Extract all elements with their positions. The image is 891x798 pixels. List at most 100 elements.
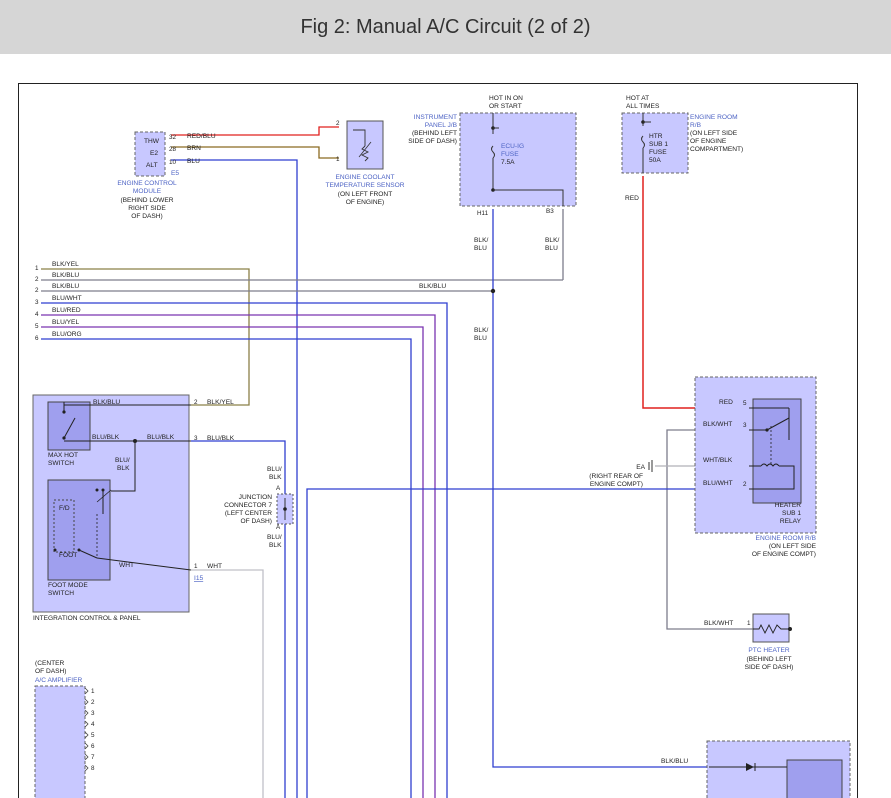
svg-text:BLU/YEL: BLU/YEL (52, 319, 79, 326)
svg-text:1: 1 (336, 156, 340, 163)
svg-text:HOT AT: HOT AT (626, 95, 649, 102)
svg-text:COMPARTMENT): COMPARTMENT) (690, 146, 743, 153)
wire-blu-blk (191, 440, 286, 798)
svg-text:BLU: BLU (474, 245, 487, 252)
svg-text:SIDE OF DASH): SIDE OF DASH) (408, 138, 457, 145)
svg-text:7: 7 (91, 754, 95, 761)
svg-text:28: 28 (169, 146, 177, 153)
svg-text:FOOT: FOOT (59, 552, 77, 559)
svg-text:FUSE: FUSE (501, 151, 519, 158)
svg-text:7.5A: 7.5A (501, 159, 515, 166)
svg-text:BLK/WHT: BLK/WHT (703, 421, 732, 428)
svg-text:BLK/BLU: BLK/BLU (419, 283, 446, 290)
svg-text:INSTRUMENT: INSTRUMENT (414, 114, 457, 121)
svg-text:FUSE: FUSE (649, 149, 667, 156)
svg-text:BLU/BLK: BLU/BLK (92, 434, 120, 441)
svg-text:MODULE: MODULE (133, 188, 162, 195)
svg-text:OF ENGINE): OF ENGINE) (346, 199, 384, 206)
svg-text:(BEHIND LEFT: (BEHIND LEFT (412, 130, 457, 137)
svg-text:BLU/WHT: BLU/WHT (703, 480, 733, 487)
svg-text:WHT: WHT (207, 563, 222, 570)
svg-text:6: 6 (35, 335, 39, 342)
svg-text:ALL TIMES: ALL TIMES (626, 103, 660, 110)
svg-text:BLU: BLU (545, 245, 558, 252)
svg-text:3: 3 (743, 422, 747, 429)
svg-text:(ON LEFT SIDE: (ON LEFT SIDE (690, 130, 738, 137)
svg-text:BLU/WHT: BLU/WHT (52, 295, 82, 302)
svg-text:ENGINE COMPT): ENGINE COMPT) (590, 481, 643, 488)
svg-text:1: 1 (91, 688, 95, 695)
svg-text:2: 2 (35, 287, 39, 294)
svg-text:(CENTER: (CENTER (35, 660, 65, 667)
svg-text:RIGHT SIDE: RIGHT SIDE (128, 205, 166, 212)
svg-text:A/C AMPLIFIER: A/C AMPLIFIER (35, 677, 83, 684)
svg-text:BLU/BLK: BLU/BLK (207, 435, 235, 442)
svg-text:HEATER: HEATER (775, 502, 801, 509)
wire-harness-5 (41, 314, 436, 798)
svg-text:H11: H11 (477, 210, 489, 217)
svg-text:WHT: WHT (119, 562, 134, 569)
svg-text:ENGINE ROOM: ENGINE ROOM (690, 114, 738, 121)
bottom-right-module: BLK/BLU (661, 740, 851, 798)
svg-text:A: A (276, 524, 281, 531)
ground-ea: EA (RIGHT REAR OF ENGINE COMPT) (589, 460, 653, 488)
svg-text:3: 3 (35, 299, 39, 306)
svg-text:32: 32 (169, 134, 177, 141)
svg-text:(ON LEFT SIDE: (ON LEFT SIDE (769, 543, 817, 550)
svg-text:BLU/BLK: BLU/BLK (147, 434, 175, 441)
svg-text:(LEFT CENTER: (LEFT CENTER (225, 510, 272, 517)
wire-harness-7 (41, 338, 412, 798)
svg-text:ENGINE COOLANT: ENGINE COOLANT (336, 174, 395, 181)
svg-text:BLU/: BLU/ (267, 534, 282, 541)
engine-control-module: THW E2 ALT 32 28 10 RED/BLU BRN BLU E5 E… (117, 131, 216, 220)
svg-text:B3: B3 (546, 208, 554, 215)
wire-harness-4 (41, 302, 448, 798)
svg-text:1: 1 (194, 563, 198, 570)
svg-text:BLK/BLU: BLK/BLU (93, 399, 120, 406)
svg-text:2: 2 (91, 699, 95, 706)
svg-text:JUNCTION: JUNCTION (239, 494, 273, 501)
svg-text:2: 2 (336, 120, 340, 127)
svg-text:BLK/: BLK/ (474, 237, 488, 244)
svg-text:BLK/YEL: BLK/YEL (207, 399, 234, 406)
svg-text:RED/BLU: RED/BLU (187, 133, 216, 140)
svg-text:E2: E2 (150, 150, 158, 157)
header-bar: Fig 2: Manual A/C Circuit (2 of 2) (0, 0, 891, 54)
svg-text:FOOT MODE: FOOT MODE (48, 582, 88, 589)
svg-text:SUB 1: SUB 1 (649, 141, 668, 148)
junction-connector-7: BLU/ BLK A A BLU/ BLK JUNCTION CONNECTOR… (224, 466, 294, 549)
svg-text:HTR: HTR (649, 133, 663, 140)
integration-control-panel: BLK/BLU BLU/BLK BLU/BLK BLU/ BLK MAX HOT… (32, 394, 235, 622)
wire-red-relay (642, 176, 749, 409)
svg-text:R/B: R/B (690, 122, 702, 129)
svg-text:A: A (276, 485, 281, 492)
wire-jb-h11 (492, 209, 709, 768)
svg-text:(ON LEFT FRONT: (ON LEFT FRONT (338, 191, 392, 198)
svg-text:BLU/RED: BLU/RED (52, 307, 81, 314)
svg-text:WHT/BLK: WHT/BLK (703, 457, 733, 464)
svg-text:10: 10 (169, 159, 177, 166)
svg-text:ENGINE CONTROL: ENGINE CONTROL (117, 180, 177, 187)
svg-text:BRN: BRN (187, 145, 201, 152)
svg-text:BLU: BLU (474, 335, 487, 342)
svg-text:PANEL J/B: PANEL J/B (425, 122, 458, 129)
svg-text:4: 4 (35, 311, 39, 318)
svg-text:OF ENGINE COMPT): OF ENGINE COMPT) (752, 551, 816, 558)
svg-text:5: 5 (35, 323, 39, 330)
svg-text:BLK/BLU: BLK/BLU (52, 283, 79, 290)
svg-text:1: 1 (35, 265, 39, 272)
page-title: Fig 2: Manual A/C Circuit (2 of 2) (300, 15, 591, 38)
svg-text:3: 3 (91, 710, 95, 717)
svg-text:2: 2 (35, 276, 39, 283)
svg-text:SIDE OF DASH): SIDE OF DASH) (745, 664, 794, 671)
svg-text:2: 2 (743, 481, 747, 488)
circuit-diagram: THW E2 ALT 32 28 10 RED/BLU BRN BLU E5 E… (18, 83, 858, 798)
svg-text:OF ENGINE: OF ENGINE (690, 138, 727, 145)
svg-text:2: 2 (194, 399, 198, 406)
svg-text:SWITCH: SWITCH (48, 590, 74, 597)
svg-text:RELAY: RELAY (780, 518, 802, 525)
svg-text:3: 3 (194, 435, 198, 442)
svg-text:THW: THW (144, 138, 160, 145)
svg-text:BLK: BLK (269, 542, 282, 549)
svg-text:5: 5 (743, 400, 747, 407)
